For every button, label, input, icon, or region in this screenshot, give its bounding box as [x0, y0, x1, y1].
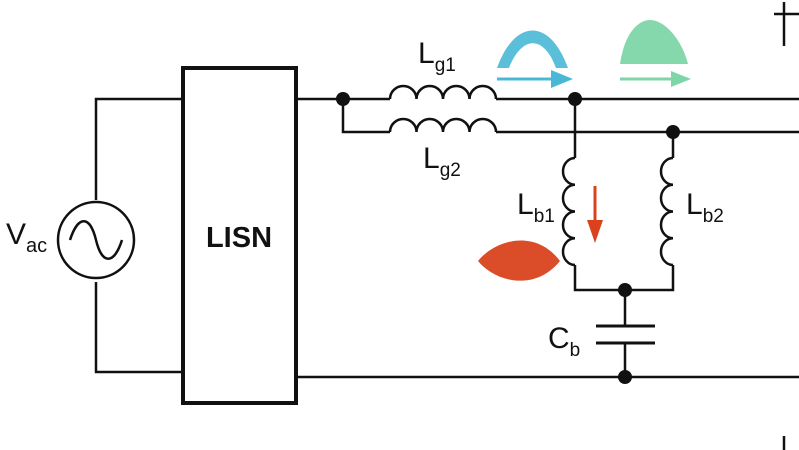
current-arrow-icon: [620, 71, 691, 87]
inductor-lb1-label: Lb1: [517, 188, 555, 227]
ac-source-icon: [56, 200, 136, 280]
lg2-left-wire: [341, 99, 390, 134]
current-waveform-icon: [620, 20, 688, 64]
source-bottom-wire: [94, 282, 183, 374]
lisn-label: LISN: [206, 222, 272, 254]
junction-dot: [336, 92, 350, 106]
source-top-wire: [94, 97, 183, 200]
capacitor-cb: [596, 324, 655, 345]
junction-dot: [618, 370, 632, 384]
inductor-lg1: [388, 84, 498, 100]
inductor-lb1: [561, 156, 576, 267]
inductor-lb2: [659, 156, 674, 267]
junctions: [336, 92, 680, 384]
current-arrow-icon: [587, 186, 603, 243]
junction-dot: [568, 92, 582, 106]
source-label: Vac: [6, 218, 47, 257]
inductor-lg2-label: Lg2: [423, 142, 461, 181]
capacitor-cb-label: Cb: [548, 322, 580, 361]
junction-dot: [618, 283, 632, 297]
current-arrow-icon: [497, 70, 573, 88]
current-waveform-icon: [497, 30, 568, 68]
current-waveform-icon: [478, 240, 560, 281]
inductor-lb2-label: Lb2: [686, 188, 724, 227]
inductor-lg2: [388, 117, 498, 133]
junction-dot: [666, 125, 680, 139]
lb2-bottom-wire: [625, 265, 675, 292]
inductor-lg1-label: Lg1: [418, 37, 456, 76]
lb1-bottom-wire: [573, 265, 625, 292]
lisn-box: [181, 66, 298, 405]
